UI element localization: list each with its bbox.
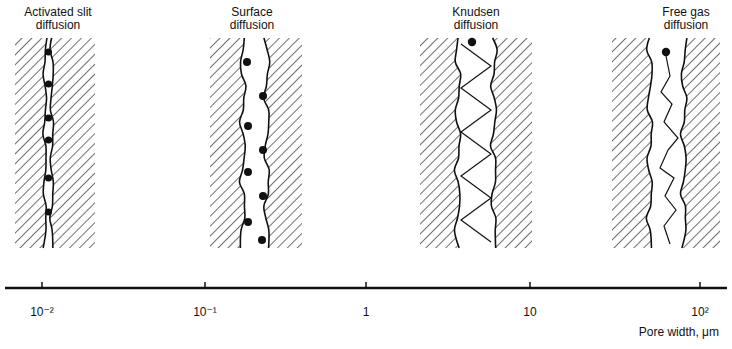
pore-width-axis [5,282,727,288]
molecule [259,192,267,200]
pore-surface [239,38,246,248]
tick-label: 10² [680,306,720,319]
panel-title: Surface diffusion [216,6,288,32]
molecule [45,48,52,55]
axis-tick [41,282,43,288]
axis-title: Pore width, μm [639,326,719,339]
molecule [243,58,251,66]
pore-walls [15,38,720,248]
molecule [45,174,52,181]
panel-title: Free gas diffusion [651,6,721,32]
tick-label: 1 [351,306,381,319]
molecule [258,236,266,244]
hatched-wall [420,38,461,248]
molecule [45,136,52,143]
axis-tick [204,282,206,288]
pore-surface [646,38,652,248]
axis-tick [699,282,701,288]
molecule [259,146,267,154]
hatched-wall [490,38,532,248]
molecule [244,122,252,130]
pore-surface [264,38,270,248]
pore-surface [43,38,47,248]
hatched-wall [612,38,652,248]
hatched-wall [15,38,47,248]
hatched-wall [210,38,246,248]
free-gas-path [660,56,678,244]
molecule [468,38,476,46]
molecule [45,208,52,215]
hatched-wall [680,38,720,248]
tick-label: 10⁻² [22,306,62,319]
tick-label: 10 [515,306,545,319]
panel-title: Knudsen diffusion [440,6,512,32]
knudsen-path [461,44,491,242]
tick-label: 10⁻¹ [185,306,225,319]
pore-surface [454,38,460,248]
pore-surface [680,38,686,248]
pore-surface [490,38,497,248]
molecule [244,218,252,226]
axis-tick [529,282,531,288]
molecule [45,80,52,87]
panel-title: Activated slit diffusion [3,6,113,32]
molecule [259,92,267,100]
molecule [244,168,252,176]
axis-tick [365,282,367,288]
molecule [662,48,670,56]
molecule [45,114,52,121]
hatched-wall [50,38,95,248]
hatched-wall [264,38,302,248]
